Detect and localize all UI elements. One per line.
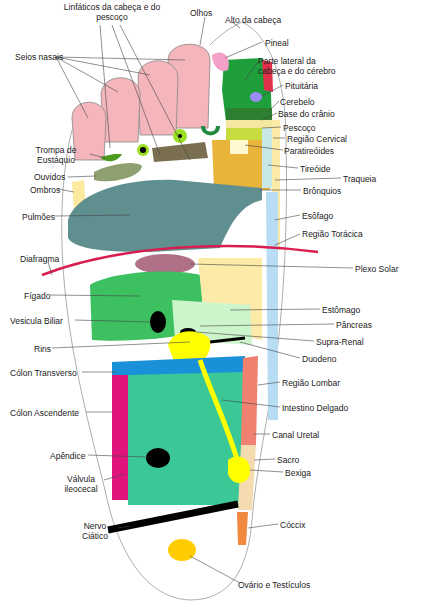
organ-label: Região Cervical	[287, 134, 347, 144]
organ-label: Região Torácica	[302, 229, 363, 239]
organ-label: Paratireóides	[284, 146, 334, 156]
organ-label: Ovário e Testículos	[238, 580, 310, 590]
organ-label: Supra-Renal	[316, 337, 364, 347]
organ-label: Cóccix	[280, 520, 306, 530]
organ-label: Vesicula Biliar	[10, 316, 63, 326]
organ-label: Duodeno	[302, 354, 337, 364]
organ-label: Olhos	[190, 8, 212, 18]
organ-label: Plexo Solar	[355, 264, 398, 274]
organ-label: Pescoço	[283, 123, 316, 133]
organ-label: Alto da cabeça	[225, 15, 281, 25]
organ-label: Diafragma	[20, 254, 59, 264]
organ-label: Bexiga	[285, 468, 311, 478]
organ-label: Base do crânio	[278, 109, 335, 119]
organ-label: Apêndice	[50, 451, 85, 461]
organ-label: Tireóide	[300, 164, 330, 174]
organ-label: Intestino Delgado	[282, 403, 348, 413]
organ-label: Pulmões	[22, 212, 55, 222]
organ-label: Rins	[34, 344, 51, 354]
organ-label: Cólon Transverso	[10, 368, 77, 378]
organ-label: Pineal	[265, 38, 289, 48]
organ-label: Válvula ileocecal	[58, 474, 104, 494]
organ-label: Trompa de Eustáquio	[20, 145, 92, 165]
organ-label: Esôfago	[302, 211, 333, 221]
organ-label: Estômago	[322, 305, 360, 315]
organ-label: Brônquios	[303, 186, 341, 196]
organ-label: Ouvidos	[34, 172, 65, 182]
organ-label: Cólon Ascendente	[10, 408, 79, 418]
organ-label: Pâncreas	[336, 320, 372, 330]
organ-label: Nervo Ciático	[72, 521, 118, 541]
organ-label: Fígado	[24, 291, 50, 301]
organ-label: Canal Uretal	[272, 430, 319, 440]
organ-label: Traqueia	[343, 174, 376, 184]
organ-label: Parte lateral da cabeça e do cérebro	[258, 56, 343, 76]
organ-label: Seios nasais	[15, 52, 63, 62]
organ-label: Pituitária	[285, 81, 318, 91]
organ-label: Região Lombar	[282, 378, 340, 388]
organ-label: Linfáticos da cabeça e do pescoço	[62, 2, 162, 22]
organ-label: Ombros	[30, 185, 60, 195]
organ-label: Sacro	[277, 455, 299, 465]
organ-label: Cerebelo	[280, 97, 315, 107]
